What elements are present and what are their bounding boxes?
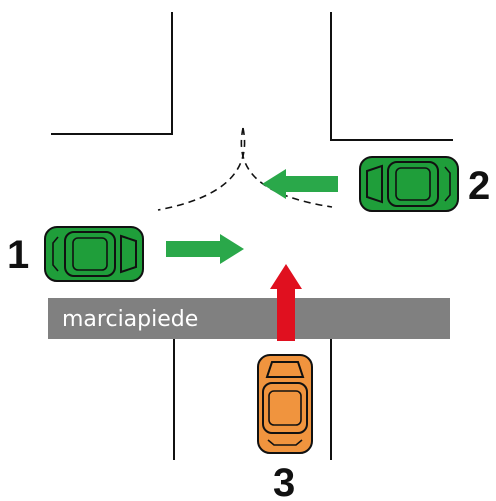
- car-2-rear-window: [444, 166, 451, 202]
- car-3-body: [257, 354, 313, 454]
- car-3-rear-window: [267, 439, 303, 446]
- car-2-body: [359, 156, 459, 212]
- car-2-roof: [395, 167, 431, 201]
- car-3-number: 3: [273, 461, 295, 501]
- car-3-cabin: [262, 382, 308, 434]
- car-1-body: [44, 226, 144, 282]
- car-2-cabin: [387, 161, 439, 207]
- car-2: [359, 156, 459, 212]
- car-3-windshield: [265, 361, 305, 378]
- arrow-car-1-east: [166, 234, 244, 264]
- arrow-car-2-west: [262, 169, 338, 199]
- trajectory-left-branch: [157, 127, 246, 211]
- car-2-windshield: [366, 164, 383, 204]
- car-1-cabin: [64, 231, 116, 277]
- car-1-windshield: [120, 234, 137, 274]
- car-3: [257, 354, 313, 454]
- car-1-rear-window: [52, 236, 59, 272]
- car-1-roof: [72, 237, 108, 271]
- road-edge-top-left: [51, 12, 173, 135]
- arrow-car-3-north: [270, 264, 302, 341]
- sidewalk-band: [48, 298, 450, 339]
- car-2-number: 2: [468, 164, 490, 208]
- road-edge-top-right: [330, 12, 453, 141]
- car-1-number: 1: [7, 233, 29, 277]
- car-3-roof: [268, 390, 302, 426]
- road-edges: [51, 12, 453, 460]
- car-1: [44, 226, 144, 282]
- trajectory-right-branch: [240, 127, 333, 208]
- sidewalk-label: marciapiede: [62, 307, 198, 332]
- turning-trajectory: [157, 127, 333, 211]
